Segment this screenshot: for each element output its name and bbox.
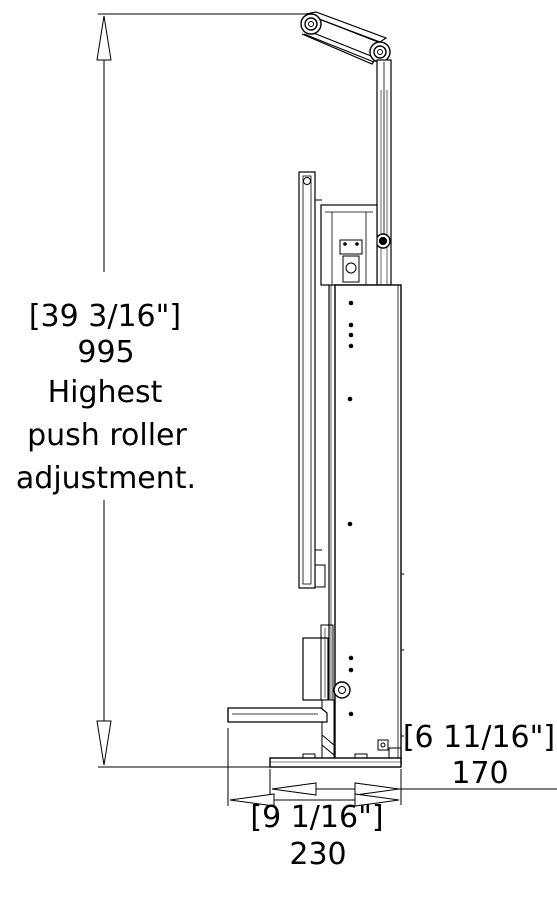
height-note-line-1: Highest (48, 375, 163, 410)
guide-plate (298, 171, 326, 589)
adjustment-bar (375, 59, 392, 286)
base-arrow-left (229, 793, 275, 807)
base-width-dimension: [9 1/16"] 230 (227, 728, 400, 872)
foot-metric-label: 170 (451, 756, 508, 791)
height-imperial-label: [39 3/16"] (29, 299, 181, 334)
machine-side-view (227, 11, 404, 768)
height-dimension: [39 3/16"] 995 Highest push roller adjus… (16, 13, 400, 768)
base-arrow-right (354, 793, 400, 807)
base-plate (269, 747, 402, 768)
lower-roller (333, 681, 351, 699)
top-roller-right (369, 41, 391, 63)
upper-housing (320, 204, 378, 286)
foot-arrow-left (271, 782, 317, 796)
base-metric-label: 230 (289, 837, 346, 872)
top-roller-left (300, 13, 322, 35)
push-roller-arm (300, 11, 391, 65)
height-arrow-bottom (96, 720, 112, 766)
base-imperial-label: [9 1/16"] (250, 800, 383, 835)
foot-imperial-label: [6 11/16"] (403, 720, 555, 755)
height-metric-label: 995 (77, 335, 134, 370)
height-note-line-3: adjustment. (16, 461, 196, 496)
height-arrow-top (96, 15, 112, 61)
foot-plate (227, 707, 328, 723)
foot-arrow-right (354, 782, 400, 796)
height-note-line-2: push roller (27, 418, 187, 453)
foot-depth-dimension: [6 11/16"] 170 (269, 720, 557, 805)
